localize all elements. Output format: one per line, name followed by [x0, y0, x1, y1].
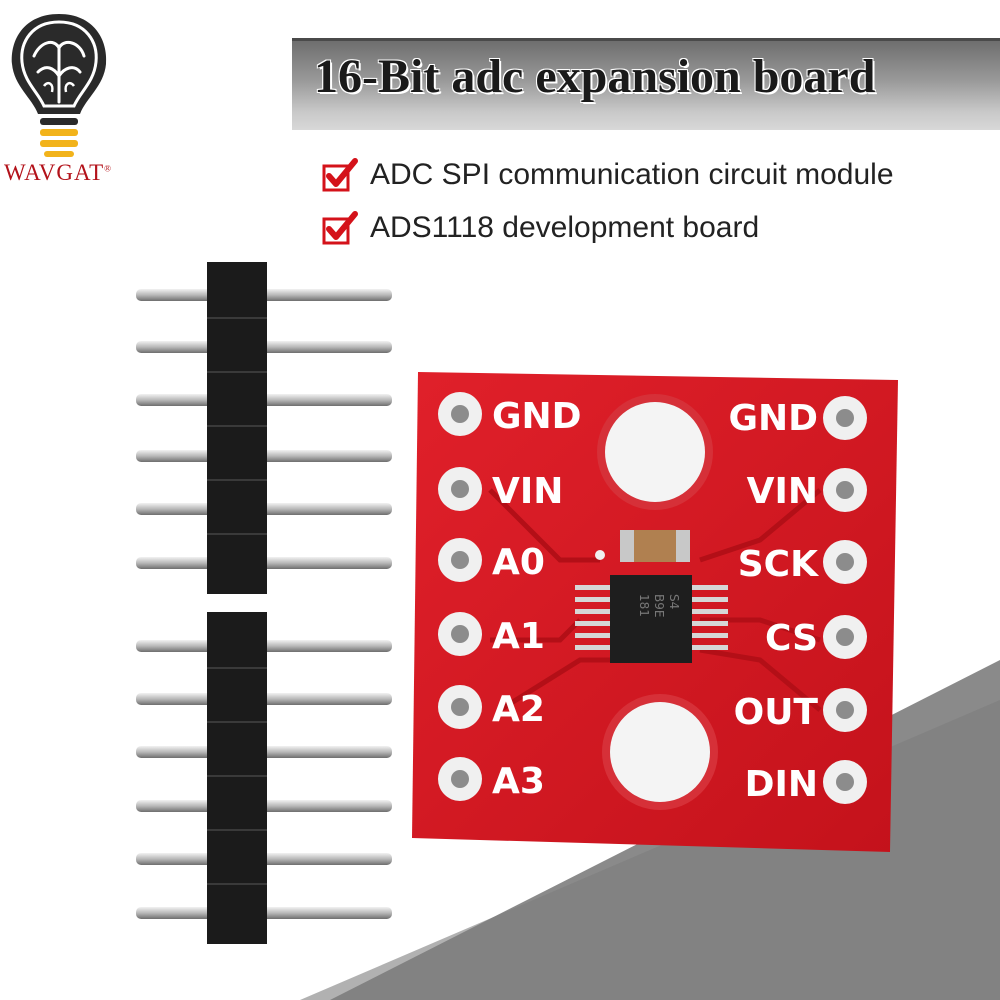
pin-label-right: OUT: [734, 692, 819, 733]
feature-text: ADS1118 development board: [370, 210, 760, 244]
check-icon: [322, 157, 358, 191]
pin-label-right: VIN: [747, 471, 818, 512]
left-pads: [438, 392, 482, 801]
feature-item: ADC SPI communication circuit module: [322, 148, 894, 201]
pin-label-left: GND: [492, 396, 582, 437]
pin-label-left: A1: [492, 616, 545, 657]
pin-label-left: A3: [492, 761, 545, 802]
brand-name: WAVGAT®: [4, 160, 112, 185]
ads1118-chip: [610, 575, 692, 663]
pin-label-left: A0: [492, 542, 545, 583]
pcb-board: S4 B9E 181 GND VIN A0 A1 A2 A3: [412, 372, 898, 852]
title-banner: 16-Bit adc expansion board: [292, 38, 1000, 130]
pin-label-right: SCK: [738, 544, 819, 585]
svg-text:S4: S4: [667, 594, 681, 609]
page-title: 16-Bit adc expansion board: [314, 50, 876, 103]
svg-text:181: 181: [637, 594, 651, 617]
pin-label-left: A2: [492, 689, 545, 730]
lightbulb-brain-logo: [11, 14, 107, 157]
pin-header-bottom: [136, 612, 392, 944]
svg-text:B9E: B9E: [652, 594, 666, 617]
pin-label-right: GND: [728, 398, 818, 439]
pin-label-right: CS: [765, 618, 818, 659]
right-pads: [823, 396, 867, 804]
check-icon: [322, 210, 358, 244]
feature-text: ADC SPI communication circuit module: [370, 157, 894, 191]
feature-list: ADC SPI communication circuit module ADS…: [322, 148, 894, 254]
feature-item: ADS1118 development board: [322, 201, 894, 254]
pin-header-top: [136, 262, 392, 594]
pin-label-left: VIN: [492, 471, 563, 512]
pin-label-right: DIN: [745, 764, 818, 805]
